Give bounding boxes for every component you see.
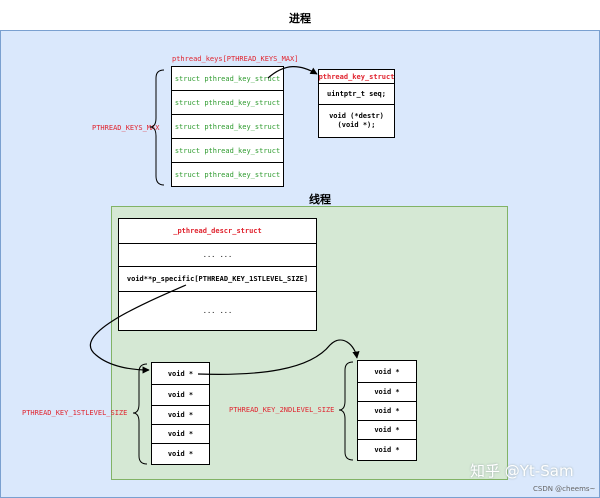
destr-line-1: void (*destr) xyxy=(329,112,384,120)
descr-struct-title: _pthread_descr_struct xyxy=(118,218,317,244)
keys-array-row: struct pthread_key_struct xyxy=(171,90,284,115)
second-level-size-label: PTHREAD_KEY_2NDLEVEL_SIZE xyxy=(229,406,335,414)
arrow-specific-to-first-level xyxy=(89,284,187,374)
destr-line-2: (void *); xyxy=(337,121,376,129)
watermark-main: 知乎 @Yt-Sam xyxy=(470,462,574,480)
descr-struct-row: ... ... xyxy=(118,291,317,331)
key-struct-field-destr: void (*destr) (void *); xyxy=(318,104,395,138)
keys-array-row: struct pthread_key_struct xyxy=(171,162,284,187)
process-title: 进程 xyxy=(289,12,311,25)
keys-array-row: struct pthread_key_struct xyxy=(171,66,284,91)
watermark-sub: CSDN @cheems~ xyxy=(533,485,596,493)
first-level-slot: void * xyxy=(151,443,210,465)
first-level-brace xyxy=(132,363,148,465)
second-level-brace xyxy=(338,361,354,461)
keys-array-header: pthread_keys[PTHREAD_KEYS_MAX] xyxy=(172,55,299,63)
second-level-slot: void * xyxy=(357,439,417,461)
keys-brace xyxy=(149,69,165,186)
arrow-first-to-second-level xyxy=(197,339,360,375)
arrow-keys-to-struct xyxy=(267,66,318,79)
keys-array-row: struct pthread_key_struct xyxy=(171,114,284,139)
first-level-size-label: PTHREAD_KEY_1STLEVEL_SIZE xyxy=(22,409,128,417)
thread-title: 线程 xyxy=(309,193,331,206)
keys-max-label: PTHREAD_KEYS_MAX xyxy=(92,124,160,132)
descr-struct-specific: void**p_specific[PTHREAD_KEY_1STLEVEL_SI… xyxy=(118,266,317,292)
